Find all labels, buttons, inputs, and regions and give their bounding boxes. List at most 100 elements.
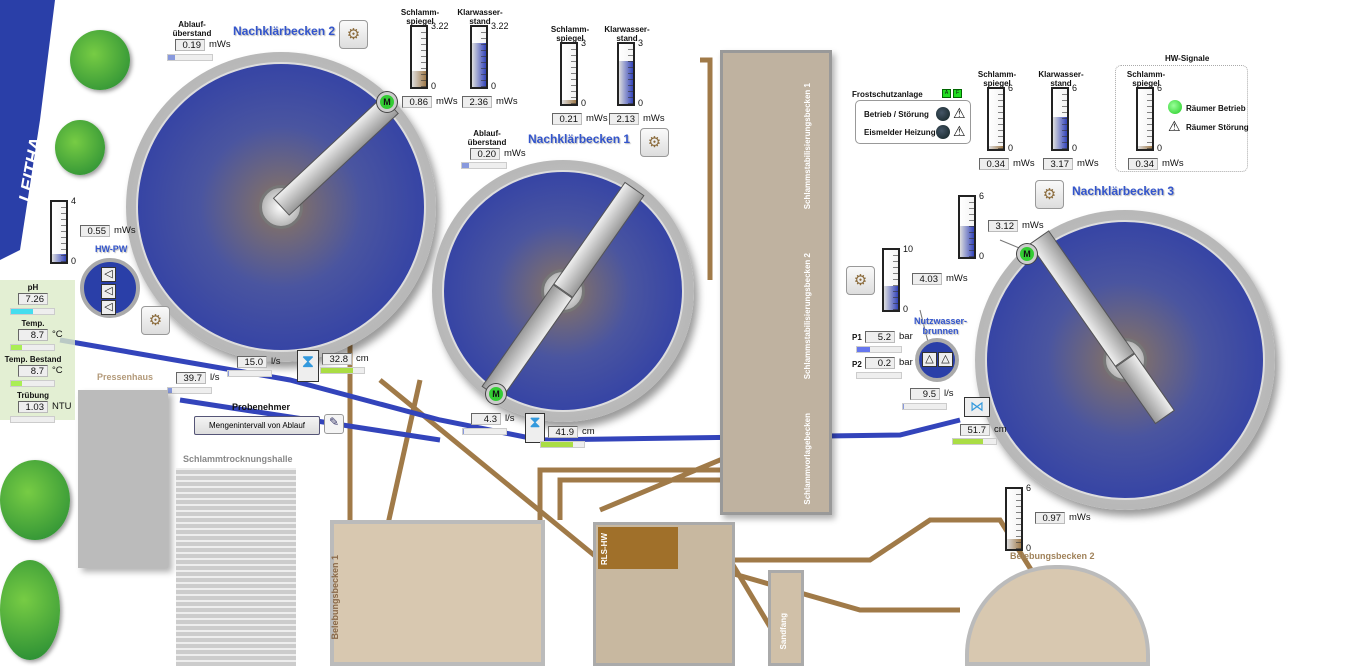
wq-label: pH (27, 283, 39, 292)
frost-row1-label: Betrieb / Störung (864, 110, 929, 119)
tree (0, 460, 70, 540)
raeumer-betrieb-label: Räumer Betrieb (1186, 104, 1246, 113)
gauge-min: 0 (1008, 143, 1014, 153)
motor-icon[interactable]: M (377, 92, 397, 112)
flow-bar (167, 387, 212, 394)
gauge-ticks (571, 44, 576, 104)
gauge-tube (1136, 87, 1154, 151)
status-lamp-green (1168, 100, 1182, 114)
sampler-icon[interactable]: ✎ (324, 414, 344, 434)
svb-label: Schlammvorlagebecken (803, 413, 812, 505)
valve-icon[interactable]: ⧗ (297, 350, 319, 382)
gauge-min: 0 (979, 251, 985, 261)
ablauf-label: Ablauf- überstand (467, 129, 507, 147)
fault-indicator: F (953, 89, 962, 98)
gauge-fill (562, 99, 576, 104)
hwpw-title: HW-PW (95, 244, 128, 254)
level-bar (320, 367, 365, 374)
pump-icon[interactable]: △ (938, 352, 953, 367)
schlammtrocknungshalle-building (176, 468, 296, 666)
gauge-max: 3 (581, 38, 587, 48)
tree (55, 120, 105, 175)
gauge-max: 4 (71, 196, 77, 206)
basin-nkb1[interactable] (432, 160, 694, 422)
pressenhaus-label: Pressenhaus (97, 372, 154, 382)
frost-title: Frostschutzanlage (852, 90, 923, 99)
sandfang: Sandfang (768, 570, 804, 666)
auto-indicator: A (942, 89, 951, 98)
wq-bar (10, 416, 55, 423)
gauge-tube (617, 42, 635, 106)
pump-icon[interactable]: △ (922, 352, 937, 367)
wq-readout: 8.7°C (18, 364, 63, 377)
gauge-tube (882, 248, 900, 312)
warning-icon: ⚠ (1168, 118, 1181, 134)
belebungsbecken-1 (330, 520, 545, 666)
gauge-label: Klarwasser- stand (1038, 70, 1084, 88)
gauge-fill (1007, 539, 1021, 549)
gauge-min: 0 (638, 98, 644, 108)
gauge-ticks (1147, 89, 1152, 149)
gauge-ticks (421, 27, 426, 87)
gear-icon[interactable]: ⚙ (846, 266, 875, 295)
pump-icon[interactable]: ◁ (101, 284, 116, 299)
gauge-ticks (1016, 489, 1021, 549)
gauge-ticks (61, 202, 66, 262)
gauge-min: 0 (903, 304, 909, 314)
pump-icon[interactable]: ◁ (101, 300, 116, 315)
gauge-max: 3.22 (431, 21, 449, 31)
gear-icon[interactable]: ⚙ (1035, 180, 1064, 209)
flow-bar (227, 370, 272, 377)
nutzwasser-well[interactable]: △ △ (915, 338, 959, 382)
wq-label: Trübung (17, 391, 49, 400)
gauge-ticks (628, 44, 633, 104)
sandfang-label: Sandfang (779, 613, 788, 650)
rls-building: RLS-HW (593, 522, 735, 666)
gauge-label: Klarwasser- stand (457, 8, 503, 26)
gear-icon[interactable]: ⚙ (141, 306, 170, 335)
gauge-ticks (893, 250, 898, 310)
raeumer-stoerung-label: Räumer Störung (1186, 123, 1249, 132)
nutzwasser-title: Nutzwasser- brunnen (914, 316, 968, 336)
flow-bar (462, 428, 507, 435)
gear-icon[interactable]: ⚙ (640, 128, 669, 157)
schlammtrocknung-label: Schlammtrocknungshalle (183, 454, 293, 464)
frost-row2-label: Eismelder Heizung (864, 128, 936, 137)
gear-icon[interactable]: ⚙ (339, 20, 368, 49)
gauge-ticks (998, 89, 1003, 149)
hwpw-well[interactable]: ◁ ◁ ◁ (80, 258, 140, 318)
hw-signals-panel: Räumer Betrieb ⚠ Räumer Störung (1115, 65, 1249, 172)
valve-icon[interactable]: ⧗ (525, 413, 545, 443)
gauge-tube (50, 200, 68, 264)
gauge-ticks (969, 197, 974, 257)
mengenintervall-button[interactable]: Mengenintervall von Ablauf (194, 416, 320, 435)
gauge-tube (410, 25, 428, 89)
hw-signals-title: HW-Signale (1165, 54, 1210, 63)
wq-bar (10, 380, 55, 387)
gauge-fill (52, 253, 66, 262)
status-lamp (936, 107, 950, 121)
gauge-max: 6 (1072, 83, 1078, 93)
p2-bar (856, 372, 902, 379)
wq-readout: 8.7°C (18, 328, 63, 341)
rls-pumps (598, 527, 678, 569)
basin-nkb3[interactable] (975, 210, 1275, 510)
gauge-max: 3 (638, 38, 644, 48)
valve-icon[interactable]: ⋈ (964, 397, 990, 417)
motor-icon[interactable]: M (1017, 244, 1037, 264)
gauge-tube (560, 42, 578, 106)
pump-icon[interactable]: ◁ (101, 267, 116, 282)
ssb1-label: Schlammstabilisierungsbecken 1 (803, 83, 812, 210)
level-bar (540, 441, 585, 448)
flow-bar (902, 403, 947, 410)
motor-icon[interactable]: M (486, 384, 506, 404)
